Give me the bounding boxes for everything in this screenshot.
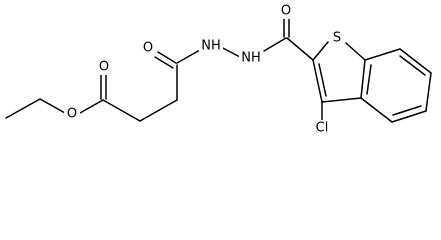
atom-nh-right: NH: [241, 51, 261, 66]
bond-ch2-o: [39, 98, 66, 114]
bond-amide-c-nh: [176, 49, 201, 64]
bond-amide-c-c2: [286, 37, 314, 61]
bond-ch2-ch2: [139, 99, 178, 122]
bond-c7a-c7: [364, 48, 401, 61]
bond-ch3-ch2: [5, 98, 41, 119]
bond-c7a-c3a: [360, 59, 366, 99]
bond-c3-c2: [312, 59, 323, 103]
bond-c6-c5: [425, 72, 432, 112]
bond-s-c7a: [345, 42, 366, 61]
atom-amide-oxygen-left: O: [143, 41, 153, 56]
bond-amide-c-o-double-1: [157, 51, 177, 64]
atom-chlorine: Cl: [316, 121, 329, 136]
bond-c7a-c3a-inner: [366, 64, 372, 95]
bond-c7-c6: [399, 48, 432, 74]
bond-c2-s: [312, 41, 329, 61]
atom-amide-oxygen-right: O: [281, 4, 291, 19]
atom-ester-oxygen-single: O: [67, 107, 77, 122]
bond-amide-c-o-double-2: [154, 56, 174, 69]
atom-nh-left: NH: [201, 39, 221, 54]
bond-o-carbonyl: [79, 99, 104, 114]
bond-c7-c6-inner: [399, 55, 426, 76]
bond-c3-c2-inner: [318, 63, 327, 97]
atom-sulfur: S: [333, 31, 341, 46]
bond-c5-c4: [391, 110, 427, 123]
bond-ester-c-ch2: [102, 99, 141, 122]
bond-c5-c4-inner: [392, 105, 422, 116]
bond-c4-c3a: [360, 97, 393, 123]
atom-ester-oxygen-double: O: [99, 60, 109, 75]
bond-c3a-c3: [321, 97, 362, 103]
bond-nh-amide-c: [263, 37, 287, 52]
atom-labels: O O O NH NH O S Cl: [64, 3, 345, 136]
molecule-structure: O O O NH NH O S Cl: [5, 3, 432, 136]
